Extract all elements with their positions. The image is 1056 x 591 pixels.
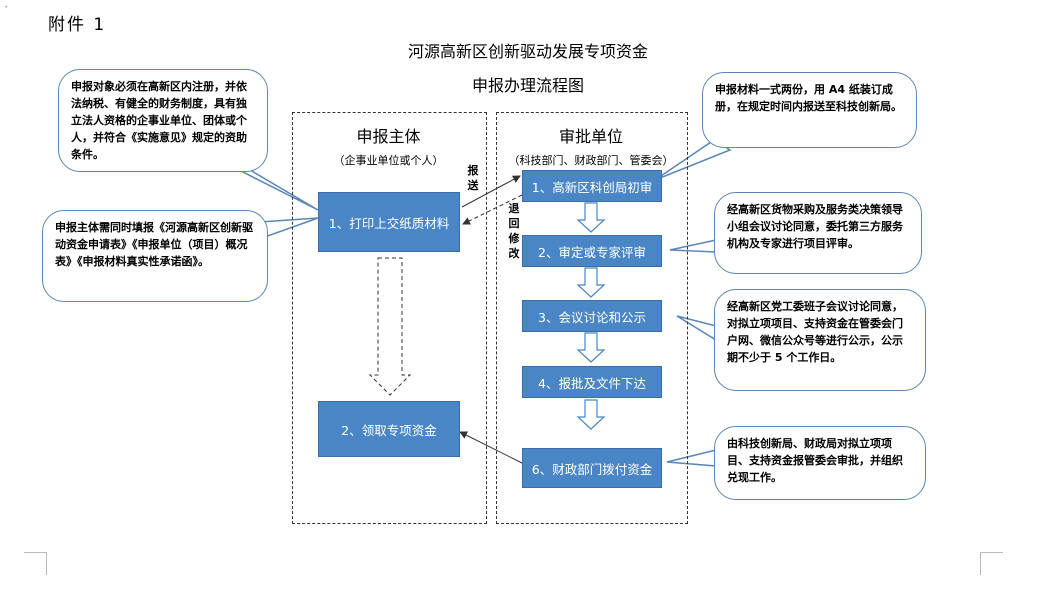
step-receive-funds: 2、领取专项资金: [318, 401, 460, 457]
step-approval-issue: 4、报批及文件下达: [522, 366, 662, 398]
callout-review: 经高新区货物采购及服务类决策领导小组会议讨论同意，委托第三方服务机构及专家进行项…: [714, 192, 922, 274]
callout-eligibility: 申报对象必须在高新区内注册，并依法纳税、有健全的财务制度，具有独立法人资格的企事…: [58, 69, 268, 172]
step-arrow-2: [576, 267, 606, 298]
step-initial-review: 1、高新区科创局初审: [522, 170, 662, 202]
attachment-label: 附件 1: [48, 15, 107, 35]
step-arrow-3: [576, 332, 606, 363]
disburse-arrow: [459, 431, 523, 464]
step-arrow-4: [576, 399, 606, 430]
step-meeting-publicity: 3、会议讨论和公示: [522, 300, 662, 332]
wait-arrow: [368, 257, 412, 396]
return-label: 退回修改: [508, 202, 520, 260]
page-corner-right: [980, 552, 1003, 575]
corner-mark: ˇ: [4, 6, 9, 16]
approver-column: [496, 112, 688, 524]
approver-title: 审批单位: [558, 127, 623, 146]
applicant-subtitle: （企事业单位或个人）: [333, 154, 444, 167]
submit-arrow: [461, 175, 521, 208]
page-title: 河源高新区创新驱动发展专项资金: [407, 42, 648, 61]
step-expert-review: 2、审定或专家评审: [522, 235, 662, 267]
page-subtitle: 申报办理流程图: [471, 76, 584, 95]
submit-label: 报送: [467, 164, 479, 192]
return-arrow: [462, 194, 523, 225]
page-corner-left: [24, 552, 47, 575]
step-submit-materials: 1、打印上交纸质材料: [318, 192, 460, 252]
step-disburse-funds: 6、财政部门拨付资金: [522, 448, 662, 488]
callout-meeting: 经高新区党工委班子会议讨论同意，对拟立项项目、支持资金在管委会门户网、微信公众号…: [714, 289, 926, 391]
approver-subtitle: （科技部门、财政部门、管委会）: [508, 154, 674, 167]
step-arrow-1: [576, 202, 606, 233]
callout-forms: 申报主体需同时填报《河源高新区创新驱动资金申请表》《申报单位（项目）概况表》《申…: [42, 210, 268, 302]
applicant-column: [292, 112, 487, 524]
callout-materials: 申报材料一式两份，用 A4 纸装订成册，在规定时间内报送至科技创新局。: [702, 72, 917, 148]
callout-funding: 由科技创新局、财政局对拟立项项目、支持资金报管委会审批，并组织兑现工作。: [714, 426, 926, 500]
applicant-title: 申报主体: [356, 127, 421, 146]
